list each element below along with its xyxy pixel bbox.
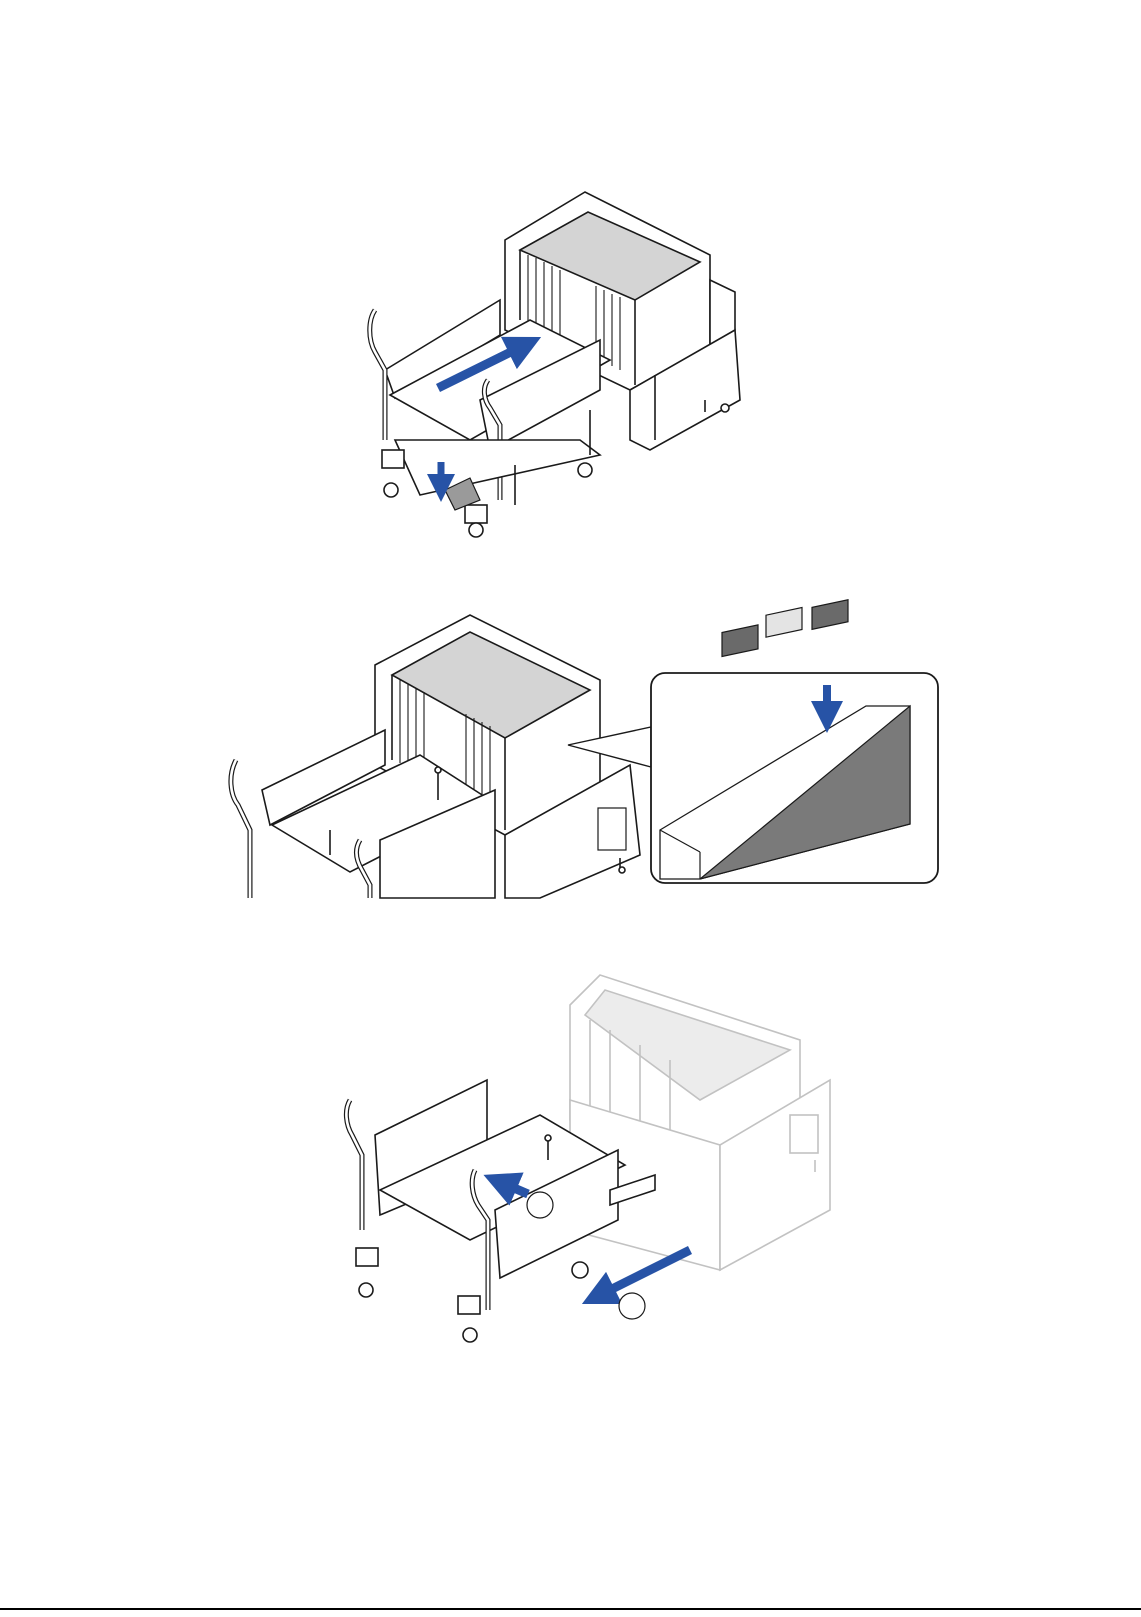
figure-1-cart-insertion (370, 192, 740, 537)
figure-3-cart-removal (346, 975, 830, 1342)
control-button-left[interactable] (722, 625, 758, 657)
figure-2-docked-cart (231, 600, 938, 898)
figure-3-pull-arrow (598, 1250, 690, 1319)
step-marker-1 (527, 1192, 553, 1218)
figure-3-ghost-unit (570, 975, 830, 1270)
control-button-right[interactable] (812, 600, 848, 630)
page-bottom-rule (0, 1608, 1141, 1610)
control-button-middle[interactable] (766, 608, 802, 638)
step-marker-2 (619, 1293, 645, 1319)
button-callout-panel (651, 600, 938, 883)
